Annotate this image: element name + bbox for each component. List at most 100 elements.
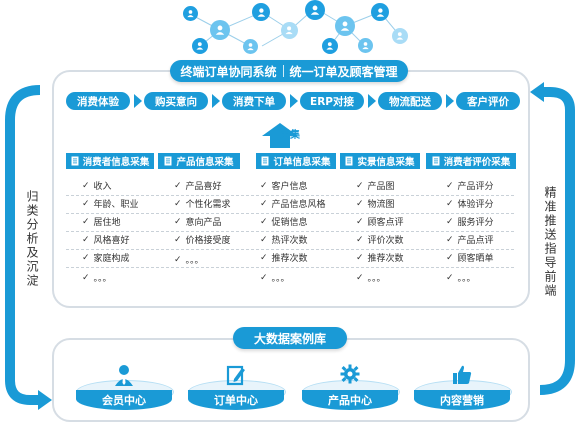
gather-label: 采集 [280,130,300,141]
column-item: ✓热评次数 [260,233,308,247]
left-side-label: 归类分析及沉淀 [25,190,39,288]
system-title: 终端订单协同系统 [180,64,277,79]
column-item: ✓体验评分 [446,197,494,211]
person-icon [358,38,373,53]
check-icon: ✓ [174,254,182,265]
column-header-evaluation: 消费者评价采集 [426,153,516,169]
column-item-label: 顾客点评 [367,218,404,228]
thumbs-up-icon [453,365,472,384]
document-icon [164,156,172,166]
flow-arrow [446,94,454,108]
column-item: ✓。。。 [446,271,476,285]
edit-icon [226,365,245,386]
column-item-label: 促销信息 [271,218,308,228]
column-item-label: 产品点评 [457,236,494,246]
column-item-label: 产品评分 [457,182,494,192]
flow-step-order: 消费下单 [222,92,286,110]
column-header-scene: 实景信息采集 [340,153,420,169]
flow-arrow [290,94,298,108]
left-loop-arrow [5,85,42,405]
column-item: ✓物流图 [356,197,395,211]
check-icon: ✓ [446,234,454,245]
content-marketing: 内容营销 [414,360,512,416]
column-header-product: 产品信息采集 [158,153,240,169]
column-item: ✓产品信息风格 [260,197,326,211]
person-icon [392,28,408,44]
flow-step-review: 客户评价 [456,92,520,110]
column-header-label: 实景信息采集 [357,157,415,168]
product-center: 产品中心 [302,360,400,416]
column-item: ✓意向产品 [174,215,222,229]
column-item-label: 。。。 [367,274,386,284]
column-item-label: 顾客晒单 [457,254,494,264]
column-item-label: 产品信息风格 [271,200,326,210]
row-divider [66,213,514,214]
check-icon: ✓ [82,252,90,263]
column-item: ✓年龄、职业 [82,197,139,211]
check-icon: ✓ [356,216,364,227]
flow-step-logistics: 物流配送 [378,92,442,110]
center-label: 会员中心 [76,390,172,410]
person-icon [192,38,208,54]
column-item-label: 。。。 [457,274,476,284]
check-icon: ✓ [356,180,364,191]
column-item: ✓居住地 [82,215,121,229]
column-item-label: 意向产品 [185,218,222,228]
column-item: ✓顾客晒单 [446,251,494,265]
person-icon [115,365,133,386]
column-item-label: 。。。 [93,274,112,284]
check-icon: ✓ [446,180,454,191]
person-icon [252,3,270,21]
flow-step-experience: 消费体验 [66,92,130,110]
person-icon [371,3,389,21]
database-banner: 大数据案例库 [233,327,347,349]
check-icon: ✓ [356,234,364,245]
check-icon: ✓ [82,216,90,227]
check-icon: ✓ [260,252,268,263]
check-icon: ✓ [174,234,182,245]
row-divider [66,267,514,268]
left-arrow-head [38,390,52,410]
column-item: ✓个性化需求 [174,197,231,211]
column-item: ✓产品评分 [446,179,494,193]
flow-arrow [368,94,376,108]
column-item: ✓评价次数 [356,233,404,247]
column-item-label: 评价次数 [367,236,404,246]
check-icon: ✓ [260,180,268,191]
person-icon [183,6,198,21]
column-header-consumer: 消费者信息采集 [66,153,154,169]
center-label: 订单中心 [188,390,284,410]
row-divider [66,195,514,196]
center-label: 产品中心 [302,390,398,410]
column-item-label: 体验评分 [457,200,494,210]
check-icon: ✓ [82,234,90,245]
check-icon: ✓ [260,272,268,283]
order-system-frame [52,70,530,308]
column-item-label: 产品喜好 [185,182,222,192]
column-item-label: 价格接受度 [185,236,231,246]
row-divider [66,249,514,250]
column-item: ✓促销信息 [260,215,308,229]
column-item-label: 个性化需求 [185,200,231,210]
column-item: ✓客户信息 [260,179,308,193]
column-header-label: 产品信息采集 [176,157,234,168]
column-item: ✓。。。 [356,271,386,285]
person-icon [322,38,338,54]
column-header-label: 消费者评价采集 [443,157,511,168]
column-item-label: 。。。 [185,256,204,266]
check-icon: ✓ [446,252,454,263]
document-icon [71,156,79,166]
check-icon: ✓ [82,272,90,283]
column-item-label: 服务评分 [457,218,494,228]
column-item: ✓风格喜好 [82,233,130,247]
column-item: ✓。。。 [174,253,204,267]
order-center: 订单中心 [188,360,286,416]
person-icon [281,22,298,39]
document-icon [261,156,269,166]
check-icon: ✓ [260,216,268,227]
member-center: 会员中心 [76,360,174,416]
system-subtitle: 统一订单及顾客管理 [289,64,398,79]
column-item: ✓产品点评 [446,233,494,247]
column-item-label: 居住地 [93,218,121,228]
